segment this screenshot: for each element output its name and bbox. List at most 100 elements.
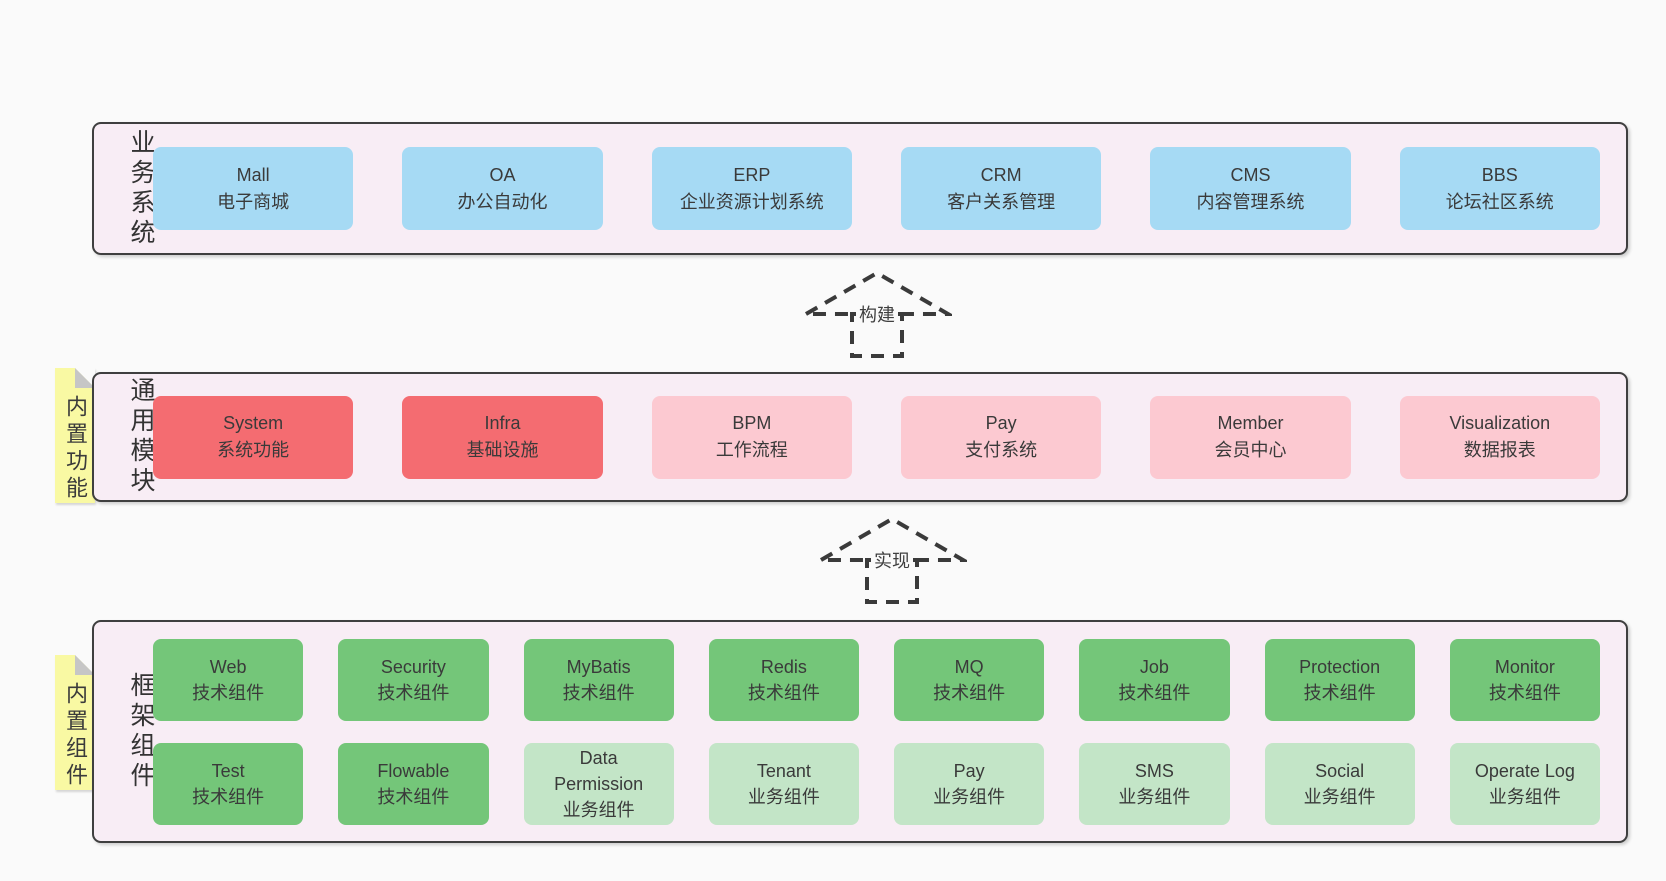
box-member: Member 会员中心: [1150, 395, 1351, 479]
box-title: Flowable: [377, 760, 450, 781]
box-title: BPM: [732, 413, 772, 433]
box-title: Social: [1315, 760, 1365, 781]
box-title: Test: [211, 760, 245, 781]
section-common-modules: 通用模块 System 系统功能 Infra 基础设施 BPM 工作流程 Pay…: [92, 372, 1628, 502]
box-subtitle: 企业资源计划系统: [679, 191, 824, 212]
box-subtitle: 业务组件: [933, 786, 1006, 807]
box-flowable: Flowable 技术组件: [338, 742, 489, 825]
implement-arrow-label: 实现: [874, 551, 910, 571]
box-subtitle: 数据报表: [1463, 440, 1536, 460]
common-modules-boxes: System 系统功能 Infra 基础设施 BPM 工作流程 Pay 支付系统…: [153, 395, 1626, 479]
box-mall: Mall 电子商城: [153, 147, 354, 230]
box-test: Test 技术组件: [153, 742, 304, 825]
box-title: Visualization: [1449, 413, 1551, 433]
box-web: Web 技术组件: [153, 638, 304, 721]
box-title: System: [223, 413, 284, 433]
box-cms: CMS 内容管理系统: [1150, 147, 1351, 230]
box-pay: Pay 支付系统: [900, 395, 1102, 479]
box-subtitle: 论坛社区系统: [1445, 191, 1554, 212]
build-arrow-label: 构建: [859, 305, 895, 325]
box-title: OA: [489, 164, 516, 185]
section-business-systems: 业务系统 Mall 电子商城 OA 办公自动化 ERP 企业资源计划系统 CRM…: [92, 122, 1628, 255]
box-title: Redis: [760, 656, 807, 677]
business-systems-boxes: Mall 电子商城 OA 办公自动化 ERP 企业资源计划系统 CRM 客户关系…: [153, 147, 1626, 230]
box-protection: Protection 技术组件: [1264, 638, 1415, 721]
box-subtitle: 业务组件: [562, 799, 635, 820]
box-subtitle: 支付系统: [965, 440, 1038, 460]
box-title: Pay: [953, 760, 985, 781]
box-oa: OA 办公自动化: [402, 147, 603, 230]
box-bpm: BPM 工作流程: [651, 395, 852, 479]
box-mybatis: MyBatis 技术组件: [523, 638, 674, 721]
box-subtitle: 技术组件: [1118, 682, 1191, 703]
section-label-business-systems: 业务系统: [127, 128, 155, 249]
section-label-common-modules: 通用模块: [127, 377, 155, 497]
box-infra: Infra 基础设施: [402, 395, 603, 479]
box-subtitle: 办公自动化: [457, 191, 548, 212]
implement-arrow-icon: 实现: [817, 516, 967, 604]
box-title: Monitor: [1494, 656, 1555, 677]
box-title: SMS: [1134, 760, 1174, 781]
box-erp: ERP 企业资源计划系统: [651, 147, 852, 230]
box-title: Job: [1139, 656, 1169, 677]
box-title: Data Permission: [554, 747, 644, 794]
box-title: Operate Log: [1474, 760, 1575, 781]
box-bbs: BBS 论坛社区系统: [1399, 147, 1600, 230]
box-title: BBS: [1481, 164, 1518, 185]
box-social: Social 业务组件: [1264, 742, 1415, 825]
box-subtitle: 技术组件: [377, 682, 450, 703]
box-sms: SMS 业务组件: [1079, 742, 1230, 825]
box-subtitle: 电子商城: [217, 191, 290, 212]
box-title: Member: [1217, 413, 1284, 433]
box-subtitle: 业务组件: [1303, 786, 1376, 807]
box-security: Security 技术组件: [338, 638, 489, 721]
box-title: CMS: [1230, 164, 1271, 185]
builtin-components-tag-label: 内置组件: [63, 682, 88, 790]
framework-components-grid: Web 技术组件 Security 技术组件 MyBatis 技术组件 Redi…: [153, 638, 1626, 825]
box-mq: MQ 技术组件: [894, 638, 1045, 721]
build-arrow-icon: 构建: [802, 270, 952, 358]
box-subtitle: 技术组件: [377, 786, 450, 807]
box-title: Security: [380, 656, 446, 677]
box-tenant: Tenant 业务组件: [708, 742, 859, 825]
box-system: System 系统功能: [153, 395, 354, 479]
box-title: CRM: [980, 164, 1022, 185]
box-subtitle: 客户关系管理: [947, 191, 1056, 212]
box-crm: CRM 客户关系管理: [900, 147, 1102, 230]
box-title: MQ: [954, 656, 984, 677]
framework-row-2: Test 技术组件 Flowable 技术组件 Data Permission …: [153, 742, 1600, 825]
box-subtitle: 系统功能: [217, 440, 290, 460]
box-subtitle: 工作流程: [715, 440, 788, 460]
box-title: Web: [209, 656, 247, 677]
box-title: Mall: [236, 164, 270, 185]
box-subtitle: 技术组件: [1303, 682, 1376, 703]
section-framework-components: 框架组件 Web 技术组件 Security 技术组件 MyBatis 技术组件…: [92, 620, 1628, 843]
box-pay-business: Pay 业务组件: [894, 742, 1045, 825]
box-title: ERP: [733, 164, 771, 185]
box-subtitle: 技术组件: [1488, 682, 1561, 703]
box-subtitle: 业务组件: [1118, 786, 1191, 807]
box-subtitle: 内容管理系统: [1196, 191, 1305, 212]
box-subtitle: 基础设施: [466, 440, 539, 460]
box-visualization: Visualization 数据报表: [1399, 395, 1600, 479]
builtin-features-tag: 内置功能: [55, 368, 95, 503]
box-job: Job 技术组件: [1079, 638, 1230, 721]
box-subtitle: 技术组件: [747, 682, 820, 703]
box-title: Tenant: [756, 760, 811, 781]
section-label-framework-components: 框架组件: [127, 671, 155, 792]
box-subtitle: 业务组件: [747, 786, 820, 807]
box-title: MyBatis: [566, 656, 631, 677]
box-redis: Redis 技术组件: [708, 638, 859, 721]
builtin-features-tag-label: 内置功能: [63, 395, 88, 503]
box-subtitle: 技术组件: [562, 682, 635, 703]
box-title: Protection: [1299, 656, 1381, 677]
box-subtitle: 技术组件: [933, 682, 1006, 703]
box-data-permission: Data Permission 业务组件: [523, 742, 674, 825]
framework-row-1: Web 技术组件 Security 技术组件 MyBatis 技术组件 Redi…: [153, 638, 1600, 721]
box-subtitle: 技术组件: [192, 786, 265, 807]
box-monitor: Monitor 技术组件: [1449, 638, 1600, 721]
box-subtitle: 业务组件: [1488, 786, 1561, 807]
box-title: Infra: [484, 413, 521, 433]
box-title: Pay: [985, 413, 1017, 433]
